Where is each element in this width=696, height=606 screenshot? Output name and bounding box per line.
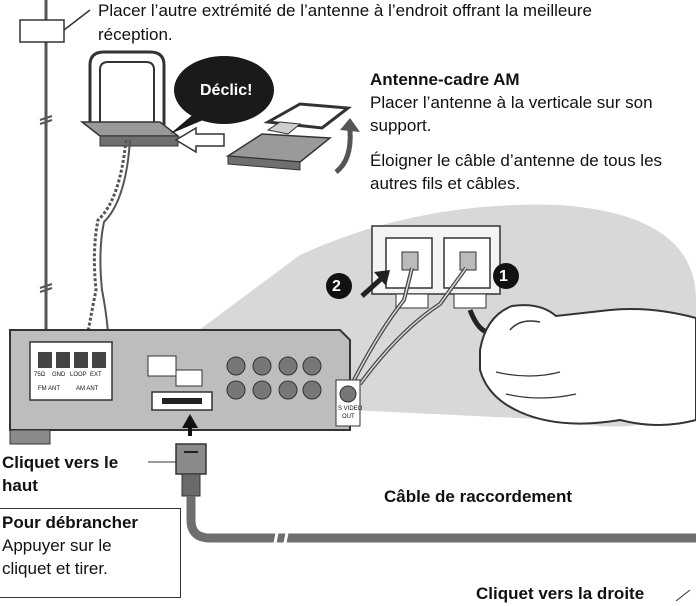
latch-up-line2: haut [2,476,38,495]
svideo-label-2: OUT [342,414,355,420]
am-antenna-title: Antenne-cadre AM [370,70,520,89]
latch-right-label: Cliquet vers la droite [476,584,645,603]
svideo-label-1: S VIDEO [338,406,363,412]
am-antenna-wire [86,139,128,333]
disconnect-box [0,508,181,598]
am-antenna-line4: autres fils et câbles. [370,174,521,193]
terminal-label-loop: LOOP [70,372,87,378]
disconnect-title: Pour débrancher [2,513,139,532]
top-note-line2: réception. [98,25,173,44]
attach-arrow [174,126,225,154]
step2-label: 2 [332,278,341,295]
tape-tag [19,19,65,43]
cable-label: Câble de raccordement [384,487,573,506]
terminal-label-am: AM ANT [76,386,99,392]
top-note-line1: Placer l’autre extrémité de l’antenne à … [98,1,592,20]
click-bubble-text: Déclic! [200,82,253,99]
hand [479,304,696,426]
am-antenna-line1: Placer l’antenne à la verticale sur son [370,93,653,112]
connection-cable [186,496,696,543]
terminal-label-ext: EXT [90,372,102,378]
am-antenna-line3: Éloigner le câble d’antenne de tous les [370,151,663,170]
click-bubble [170,56,274,134]
disconnect-line2: cliquet et tirer. [2,559,108,578]
step1-label: 1 [499,268,508,285]
am-loop-antenna-flat [225,102,352,171]
receiver-back-panel [9,329,361,445]
disconnect-line1: Appuyer sur le [2,536,112,555]
terminal-label-fm: FM ANT [38,386,60,392]
am-antenna-line2: support. [370,116,432,135]
rotate-arrow [334,129,353,174]
am-loop-antenna-upright [79,50,181,147]
terminal-label-75: 75Ω [34,372,46,378]
cable-plug [175,443,207,497]
step2-marker [326,273,352,299]
step1-marker [493,263,519,289]
step2-arrow [360,276,384,298]
terminal-label-gnd: GND [52,372,66,378]
latch-up-line1: Cliquet vers le [2,453,119,472]
